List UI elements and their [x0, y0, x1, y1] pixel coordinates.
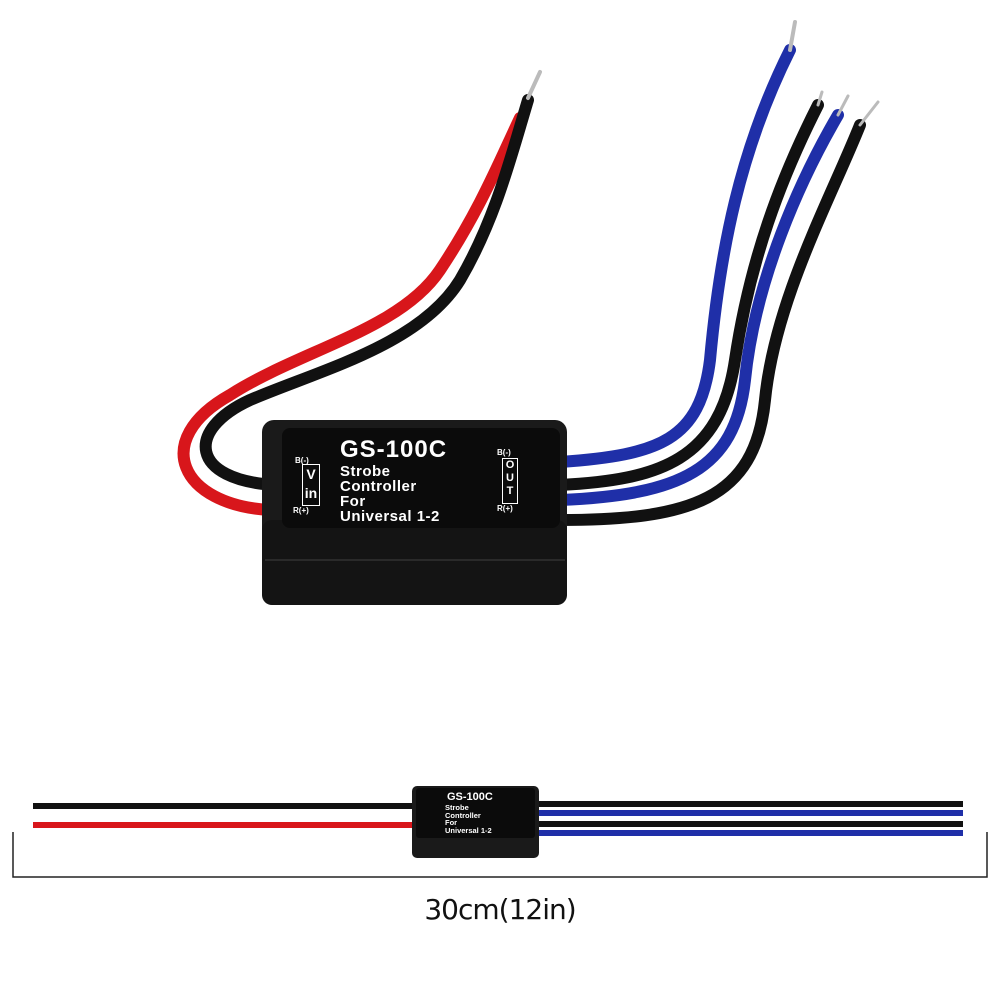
description-line: For: [445, 818, 458, 827]
description-line: Controller: [445, 810, 481, 820]
input-positive-pin: R(+): [293, 506, 309, 515]
output-wires: [554, 20, 880, 526]
dimension-line: [12, 832, 988, 878]
description-line: Universal 1-2: [340, 508, 440, 525]
input-box-line: V: [306, 466, 316, 482]
length-caption: 30cm(12in): [424, 893, 576, 926]
input-wires: [177, 70, 542, 516]
output-box: O U T: [502, 458, 518, 504]
output-box-line: O: [505, 459, 515, 471]
input-negative-pin: B(-): [295, 456, 309, 465]
description-line: Strobe: [340, 463, 391, 480]
description-line: Universal 1-2: [445, 825, 492, 835]
description-line: For: [340, 493, 366, 510]
straight-wire-diagram: [12, 786, 988, 878]
input-box-line: in: [304, 485, 318, 501]
description-line: Controller: [340, 478, 417, 495]
input-box: V in: [302, 464, 320, 506]
small-description: Strobe Controller For Universal 1-2: [445, 804, 492, 834]
model-name: GS-100C: [340, 436, 448, 463]
controller-housing: [262, 420, 567, 605]
output-box-line: U: [506, 472, 514, 484]
description: Strobe Controller For Universal 1-2: [340, 464, 440, 524]
device-label: GS-100C Strobe Controller For Universal …: [285, 430, 555, 524]
output-negative-pin: B(-): [497, 448, 511, 457]
output-box-line: T: [506, 485, 514, 497]
small-model-name: GS-100C: [447, 791, 493, 803]
output-positive-pin: R(+): [497, 504, 513, 513]
description-line: Strobe: [445, 803, 469, 812]
small-device-label: GS-100C Strobe Controller For Universal …: [417, 788, 535, 838]
